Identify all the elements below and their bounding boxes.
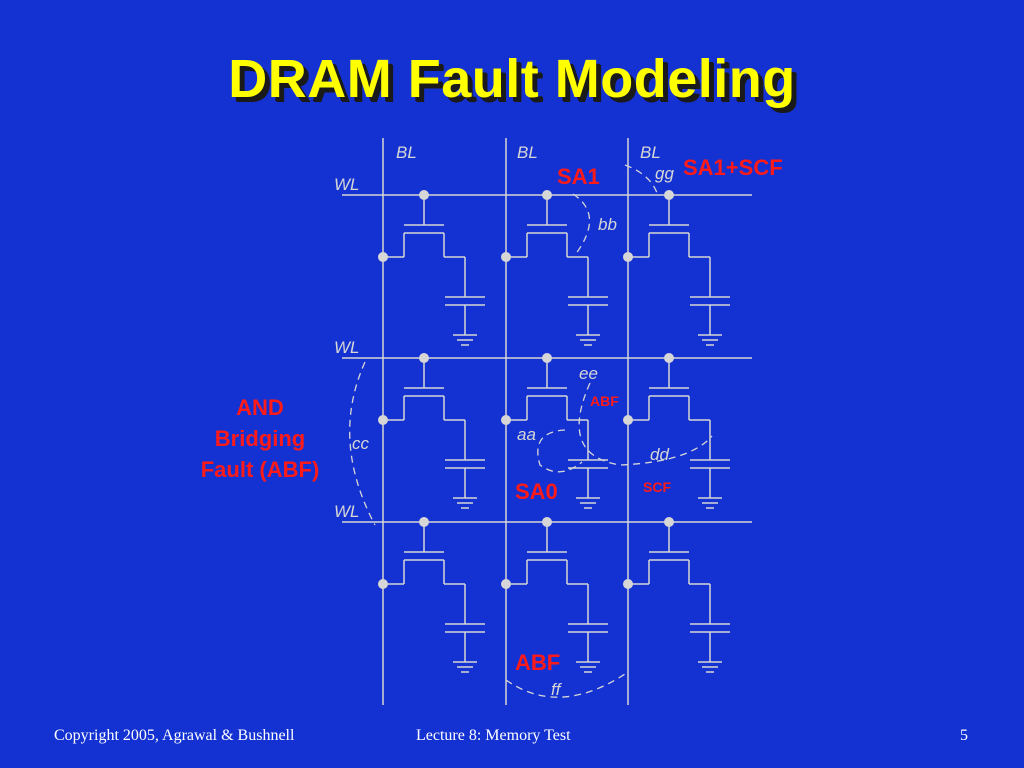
and-bridging-fault-label: AND Bridging Fault (ABF) xyxy=(166,392,354,485)
node-label-bb: bb xyxy=(598,215,617,234)
bitline-tap xyxy=(378,415,388,425)
fault-label-sa1: SA1 xyxy=(557,164,600,189)
node-label-ee: ee xyxy=(579,364,598,383)
fault-label-sa1-scf: SA1+SCF xyxy=(683,155,783,180)
bitline-tap xyxy=(378,579,388,589)
wordline-label-1: WL xyxy=(334,175,360,194)
bitline-tap xyxy=(501,415,511,425)
node-label-gg: gg xyxy=(655,164,674,183)
fault-arcs xyxy=(349,164,713,698)
node-label-cc: cc xyxy=(352,434,370,453)
bitline-tap xyxy=(623,252,633,262)
node-label-ff: ff xyxy=(551,680,563,699)
fault-arc-aa xyxy=(537,429,583,473)
bitline-tap xyxy=(623,415,633,425)
node-label-aa: aa xyxy=(517,425,536,444)
fault-arc-ff xyxy=(505,671,629,698)
fault-arc-gg xyxy=(624,164,659,197)
fault-arc-cc xyxy=(349,361,376,526)
fault-label-scf: SCF xyxy=(643,479,671,495)
bitline-label-2: BL xyxy=(517,143,538,162)
bitline-tap xyxy=(623,579,633,589)
bitline-tap xyxy=(378,252,388,262)
slide-title: DRAM Fault Modeling xyxy=(228,49,796,109)
node-label-dd: dd xyxy=(650,445,669,464)
fault-arc-ee-dd xyxy=(578,382,713,466)
wordline-label-3: WL xyxy=(334,502,360,521)
fault-label-abf-small: ABF xyxy=(590,393,619,409)
bitline-label-3: BL xyxy=(640,143,661,162)
fault-label-sa0: SA0 xyxy=(515,479,558,504)
bitline-label-1: BL xyxy=(396,143,417,162)
fault-label-abf-bottom: ABF xyxy=(515,650,560,675)
circuit-labels: BL BL BL WL WL WL gg bb ee cc aa dd ff xyxy=(334,143,674,699)
and-bridging-line-3: Fault (ABF) xyxy=(200,457,320,482)
fault-arc-bb xyxy=(572,193,591,256)
and-bridging-line-1: AND xyxy=(236,395,284,420)
fault-labels: SA1 SA1+SCF ABF SCF SA0 ABF xyxy=(515,155,783,675)
wordline-label-2: WL xyxy=(334,338,360,357)
and-bridging-line-2: Bridging xyxy=(214,426,306,451)
footer-lecture: Lecture 8: Memory Test xyxy=(416,727,571,744)
bitline-tap xyxy=(501,579,511,589)
bitline-tap xyxy=(501,252,511,262)
footer-page-number: 5 xyxy=(960,727,968,744)
footer-copyright: Copyright 2005, Agrawal & Bushnell xyxy=(54,727,295,744)
memory-cells xyxy=(378,190,730,673)
